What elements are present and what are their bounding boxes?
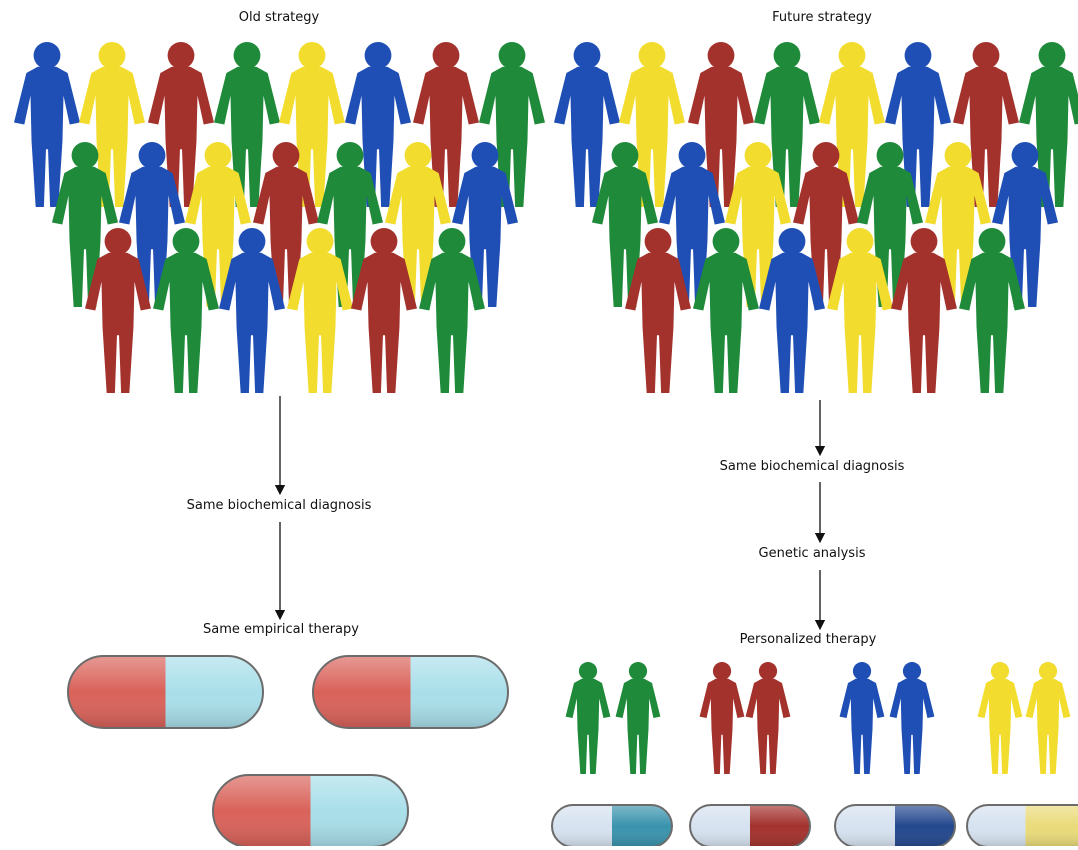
right-step-therapy: Personalized therapy [740, 632, 877, 647]
pair-red-person-1 [700, 662, 745, 774]
pair-blue-person-2 [890, 662, 935, 774]
capsule-pill-icon-1 [68, 656, 263, 728]
small-pill-blue-icon [835, 805, 955, 846]
right-step-diagnosis: Same biochemical diagnosis [720, 459, 905, 474]
right-title: Future strategy [772, 10, 872, 25]
small-pill-red-icon [690, 805, 810, 846]
capsule-pill-icon-3 [213, 775, 408, 846]
pair-red-person-2 [746, 662, 791, 774]
right-step-genetic: Genetic analysis [759, 546, 866, 561]
pair-green-person-1 [566, 662, 611, 774]
pair-blue-person-1 [840, 662, 885, 774]
capsule-pill-icon-2 [313, 656, 508, 728]
pair-yellow-person-1 [978, 662, 1023, 774]
left-step-therapy: Same empirical therapy [203, 622, 359, 637]
pair-green-person-2 [616, 662, 661, 774]
small-pill-yellow-icon [967, 805, 1078, 846]
small-pill-green-icon [552, 805, 672, 846]
pair-yellow-person-2 [1026, 662, 1071, 774]
left-title: Old strategy [239, 10, 319, 25]
left-step-diagnosis: Same biochemical diagnosis [187, 498, 372, 513]
